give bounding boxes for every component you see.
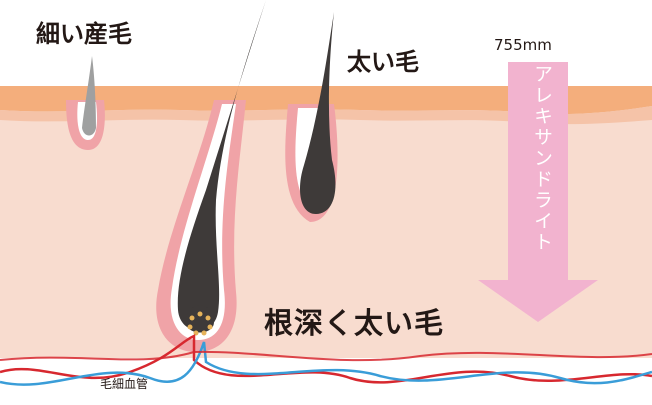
papilla-dots	[187, 311, 213, 336]
capillary-blue	[0, 341, 652, 386]
capillary-red-upper	[0, 350, 652, 362]
fine-hair-label: 細い産毛	[36, 20, 132, 48]
wavelength-label: 755mm	[494, 36, 552, 54]
laser-arrow	[478, 62, 598, 322]
thick-hair	[300, 12, 336, 214]
hair-bulb	[186, 305, 214, 333]
deep-hair-label: 根深く太い毛	[264, 306, 445, 340]
deep-thick-hair	[177, 0, 266, 331]
laser-name-label: アレキサンドライト	[531, 64, 553, 253]
thick-hair-label: 太い毛	[347, 48, 419, 76]
fine-hair	[82, 56, 96, 136]
capillary-label: 毛細血管	[100, 377, 149, 391]
